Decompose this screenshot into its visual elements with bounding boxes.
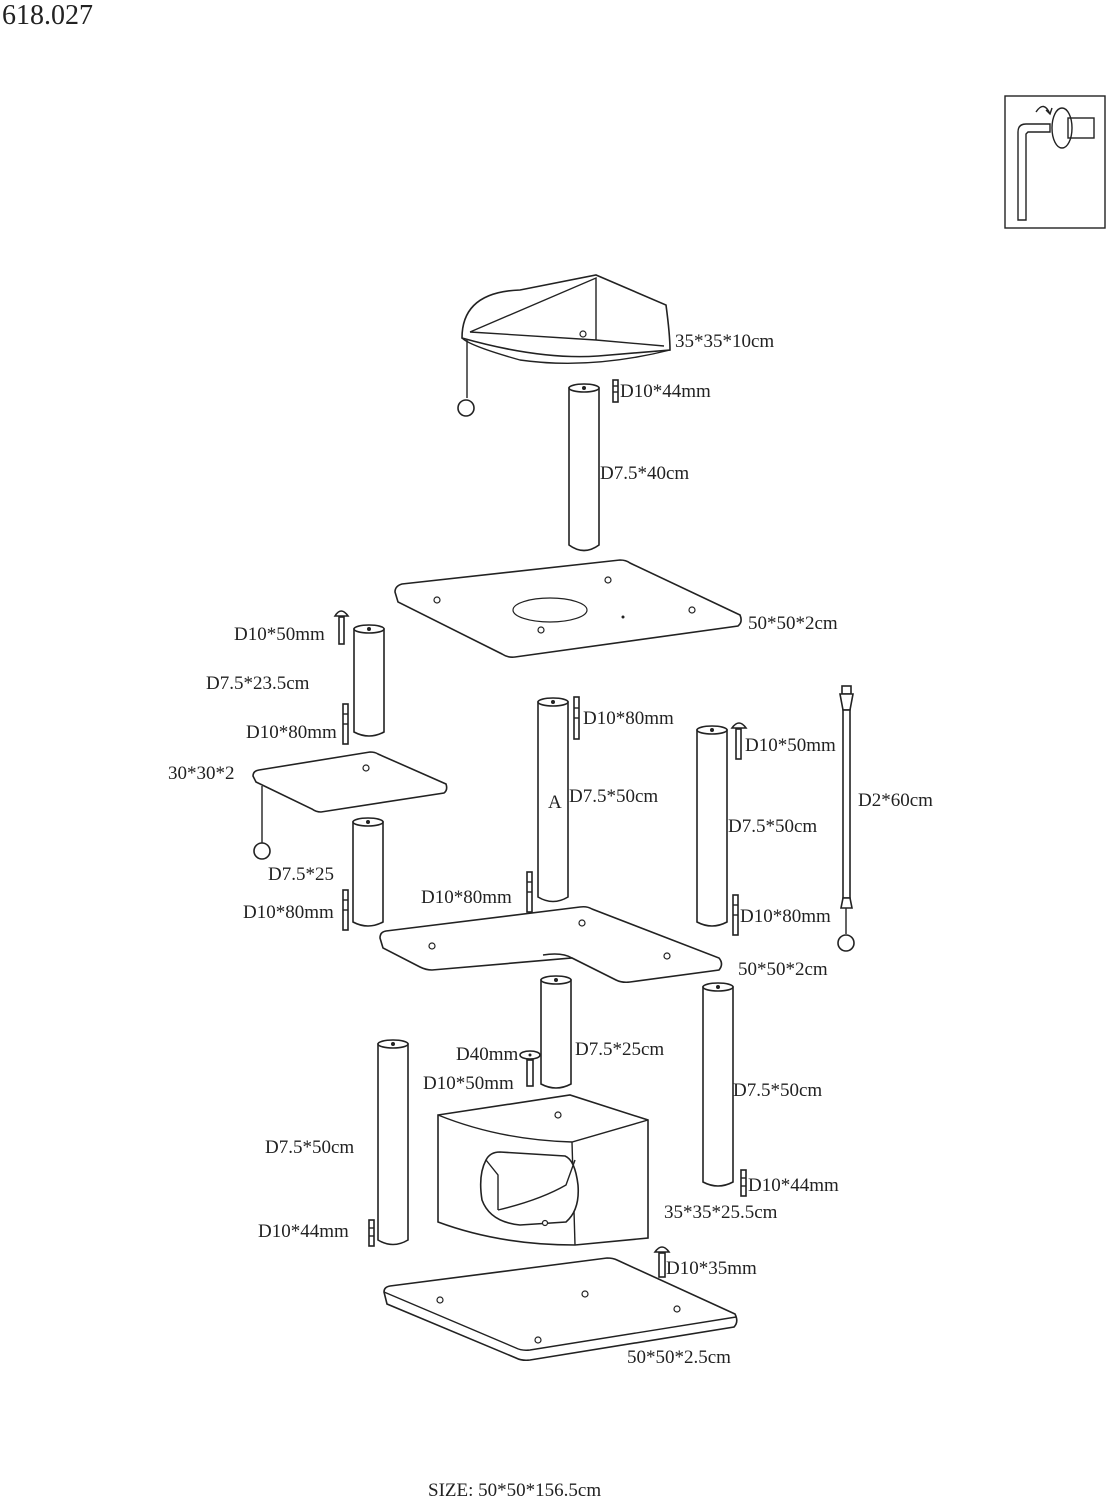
label-platform-middle: 50*50*2cm bbox=[738, 959, 828, 980]
label-bolt-right-lower: D10*44mm bbox=[748, 1175, 839, 1196]
size-label: SIZE: 50*50*156.5cm bbox=[428, 1480, 601, 1500]
label-condo: 35*35*25.5cm bbox=[664, 1202, 778, 1223]
label-bolt-post-a-bottom: D10*80mm bbox=[421, 887, 512, 908]
bolt-icon bbox=[740, 1169, 747, 1197]
post-right-lower bbox=[702, 982, 734, 1187]
label-post-top: D7.5*40cm bbox=[600, 463, 689, 484]
label-post-right: D7.5*50cm bbox=[728, 816, 817, 837]
ball-toy-icon bbox=[253, 842, 271, 860]
bolt-icon bbox=[342, 703, 349, 745]
bolt-icon bbox=[333, 610, 350, 645]
post-short bbox=[540, 975, 572, 1089]
bolt-icon bbox=[730, 722, 748, 760]
platform-middle bbox=[379, 905, 723, 984]
label-platform-upper: 50*50*2cm bbox=[748, 613, 838, 634]
bolt-icon bbox=[368, 1219, 375, 1247]
ball-toy-icon bbox=[837, 934, 855, 952]
label-bolt-small-left: D10*50mm bbox=[234, 624, 325, 645]
label-post-small-lower: D7.5*25 bbox=[268, 864, 334, 885]
label-bolt-base: D10*35mm bbox=[666, 1258, 757, 1279]
bolt-icon bbox=[612, 379, 619, 403]
label-post-left-lower: D7.5*50cm bbox=[265, 1137, 354, 1158]
label-bolt-top: D10*44mm bbox=[620, 381, 711, 402]
label-bolt-right-bottom: D10*80mm bbox=[740, 906, 831, 927]
bolt-icon bbox=[653, 1246, 671, 1278]
post-top bbox=[568, 383, 600, 552]
ball-toy-icon bbox=[457, 399, 475, 417]
top-perch bbox=[461, 274, 671, 398]
label-top-perch: 35*35*10cm bbox=[675, 331, 774, 352]
washer-icon bbox=[519, 1050, 541, 1060]
bolt-icon bbox=[573, 696, 580, 740]
label-small-platform: 30*30*2 bbox=[168, 763, 235, 784]
label-post-short: D7.5*25cm bbox=[575, 1039, 664, 1060]
bolt-icon bbox=[342, 889, 349, 931]
label-post-small-upper: D7.5*23.5cm bbox=[206, 673, 310, 694]
bolt-icon bbox=[526, 871, 533, 913]
bolt-icon bbox=[732, 894, 739, 936]
label-base: 50*50*2.5cm bbox=[627, 1347, 731, 1368]
post-small-lower bbox=[352, 817, 384, 927]
rope bbox=[839, 685, 854, 934]
platform-upper bbox=[394, 559, 742, 658]
post-a bbox=[537, 697, 569, 903]
label-post-a-letter: A bbox=[548, 792, 562, 813]
base bbox=[383, 1257, 738, 1362]
label-bolt-washer: D10*50mm bbox=[423, 1073, 514, 1094]
label-post-a: D7.5*50cm bbox=[569, 786, 658, 807]
label-washer: D40mm bbox=[456, 1044, 519, 1065]
post-right bbox=[696, 725, 728, 927]
condo bbox=[437, 1094, 649, 1246]
label-bolt-left-lower: D10*44mm bbox=[258, 1221, 349, 1242]
post-small-upper bbox=[353, 624, 385, 737]
allen-key-icon bbox=[1004, 95, 1106, 229]
label-bolt-small-lower: D10*80mm bbox=[243, 902, 334, 923]
small-platform bbox=[252, 751, 448, 843]
label-bolt-post-a-top: D10*80mm bbox=[583, 708, 674, 729]
label-rope: D2*60cm bbox=[858, 790, 933, 811]
post-left-lower bbox=[377, 1039, 409, 1246]
bolt-icon bbox=[526, 1059, 534, 1087]
label-bolt-small-left-2: D10*80mm bbox=[246, 722, 337, 743]
label-post-right-lower: D7.5*50cm bbox=[733, 1080, 822, 1101]
label-bolt-right-top: D10*50mm bbox=[745, 735, 836, 756]
model-number: 618.027 bbox=[2, 0, 93, 31]
